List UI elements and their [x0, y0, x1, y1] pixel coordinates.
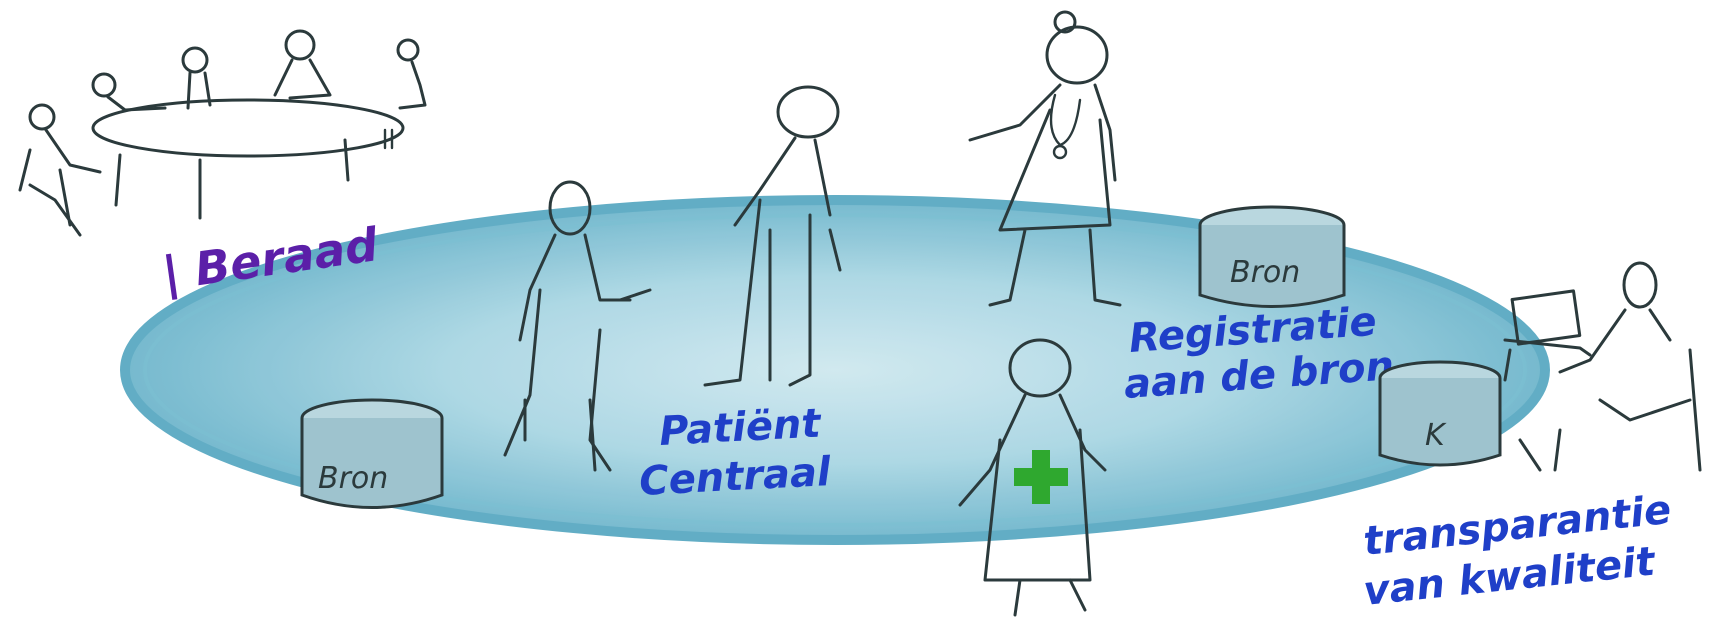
source-drum-left: Bron [300, 398, 444, 509]
person-figure [503, 180, 652, 472]
laptop-user-figure [1503, 261, 1702, 472]
source-drum-top-right: Bron [1198, 205, 1346, 308]
drum-top-right-label: Bron [1230, 255, 1300, 290]
person-figure [703, 85, 842, 387]
doctor-figure [968, 10, 1122, 307]
patient-label-line1: Patiënt [658, 401, 823, 455]
drum-right-label: K [1425, 418, 1447, 453]
green-cross-icon [1014, 450, 1068, 504]
central-pool [120, 195, 1550, 545]
meeting-table-icon [18, 29, 427, 237]
nurse-figure [958, 338, 1107, 617]
quality-drum-right: K [1378, 360, 1502, 467]
patient-label-line2: Centraal [638, 449, 833, 505]
drum-left-label: Bron [318, 461, 388, 496]
